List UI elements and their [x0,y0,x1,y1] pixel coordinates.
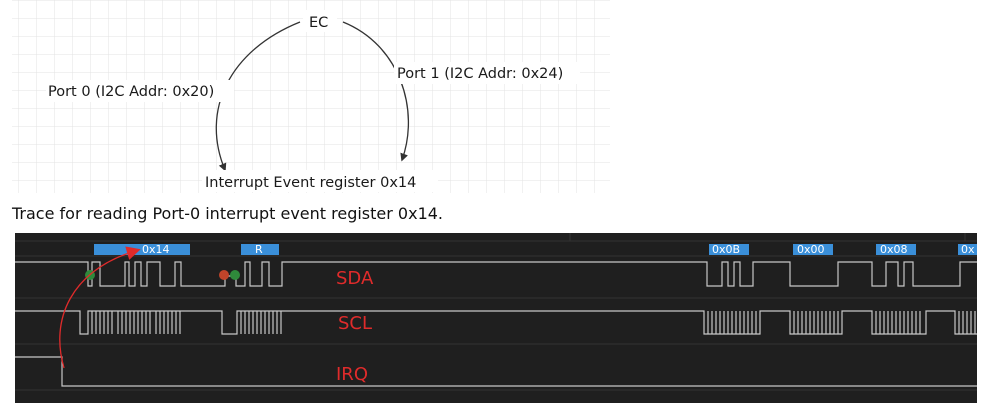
node-interrupt-event-register: Interrupt Event register 0x14 [205,175,416,191]
restart-condition-marker [230,270,240,280]
stop-condition-marker [219,270,229,280]
edge-label-port1: Port 1 (I2C Addr: 0x24) [397,66,563,82]
node-ec: EC [309,15,328,31]
trace-background [15,233,977,403]
tag-0x14: 0x14 [142,243,170,256]
sda-waveform [15,261,977,287]
tag-0x: 0x [961,243,975,256]
tag-r: R [255,243,263,256]
signal-label-sda: SDA [336,268,374,289]
logic-analyzer-trace: 0x14 R 0x0B 0x00 0x08 0x SDA SCL IR [15,233,977,403]
tag-0x14-box [94,244,190,255]
scl-waveform [15,310,977,335]
tag-0x08-box [876,244,916,255]
tag-0x00: 0x00 [797,243,825,256]
irq-to-read-arrow [59,246,141,369]
irq-waveform [15,356,977,387]
signal-label-irq: IRQ [336,364,368,385]
tag-0x0b: 0x0B [712,243,740,256]
trace-caption: Trace for reading Port-0 interrupt event… [11,204,443,223]
tag-r-box [241,244,279,255]
tag-0x-box [958,244,977,255]
edge-label-port0: Port 0 (I2C Addr: 0x20) [48,84,214,100]
tag-0x0b-box [709,244,749,255]
tag-0x00-box [793,244,833,255]
signal-label-scl: SCL [338,313,372,334]
tag-0x08: 0x08 [880,243,908,256]
